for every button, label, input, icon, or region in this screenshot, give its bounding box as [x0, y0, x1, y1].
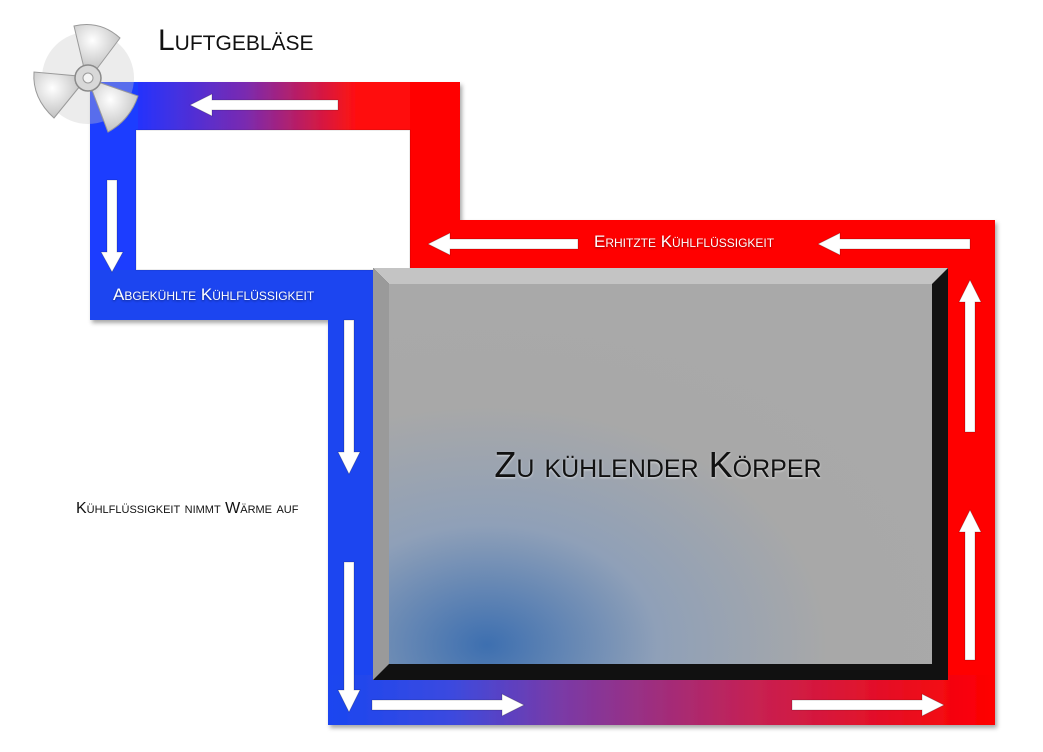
cooled-body-bevel-left: [373, 268, 389, 680]
cooled-body: [373, 268, 948, 680]
fan-label: Luftgebläse: [158, 24, 314, 57]
flow-arrow-hot-right: [817, 232, 971, 256]
flow-arrow-hot-left: [427, 232, 579, 256]
flow-arrow-right-up-1: [958, 279, 982, 433]
cooled-body-face: [389, 284, 932, 664]
fan-icon: [33, 24, 139, 133]
flow-arrow-absorb-down-2: [337, 561, 361, 713]
flow-arrow-top: [189, 93, 339, 117]
fan-blades: [33, 24, 139, 133]
flow-arrow-right-up-2: [958, 509, 982, 661]
absorbs-heat-label: Kühlflüssigkeit nimmt Wärme auf: [76, 500, 299, 517]
heated-coolant-label: Erhitzte Kühlflüssigkeit: [594, 232, 775, 251]
flow-arrows: [100, 93, 982, 717]
flow-arrow-bottom-right: [791, 693, 945, 717]
pipe-inner-gap: [136, 130, 410, 270]
flow-arrow-absorb-down-1: [337, 319, 361, 475]
cooled-body-bevel-top: [373, 268, 948, 284]
flow-arrow-left-down: [100, 179, 124, 273]
flow-arrow-bottom-left: [371, 693, 525, 717]
fan-hub-center: [82, 72, 94, 84]
cooled-coolant-label: Abgekühlte Kühlflüssigkeit: [113, 285, 315, 304]
cooled-body-label: Zu kühlender Körper: [494, 444, 822, 485]
pipe-inner-gap-shadow: [135, 129, 411, 271]
